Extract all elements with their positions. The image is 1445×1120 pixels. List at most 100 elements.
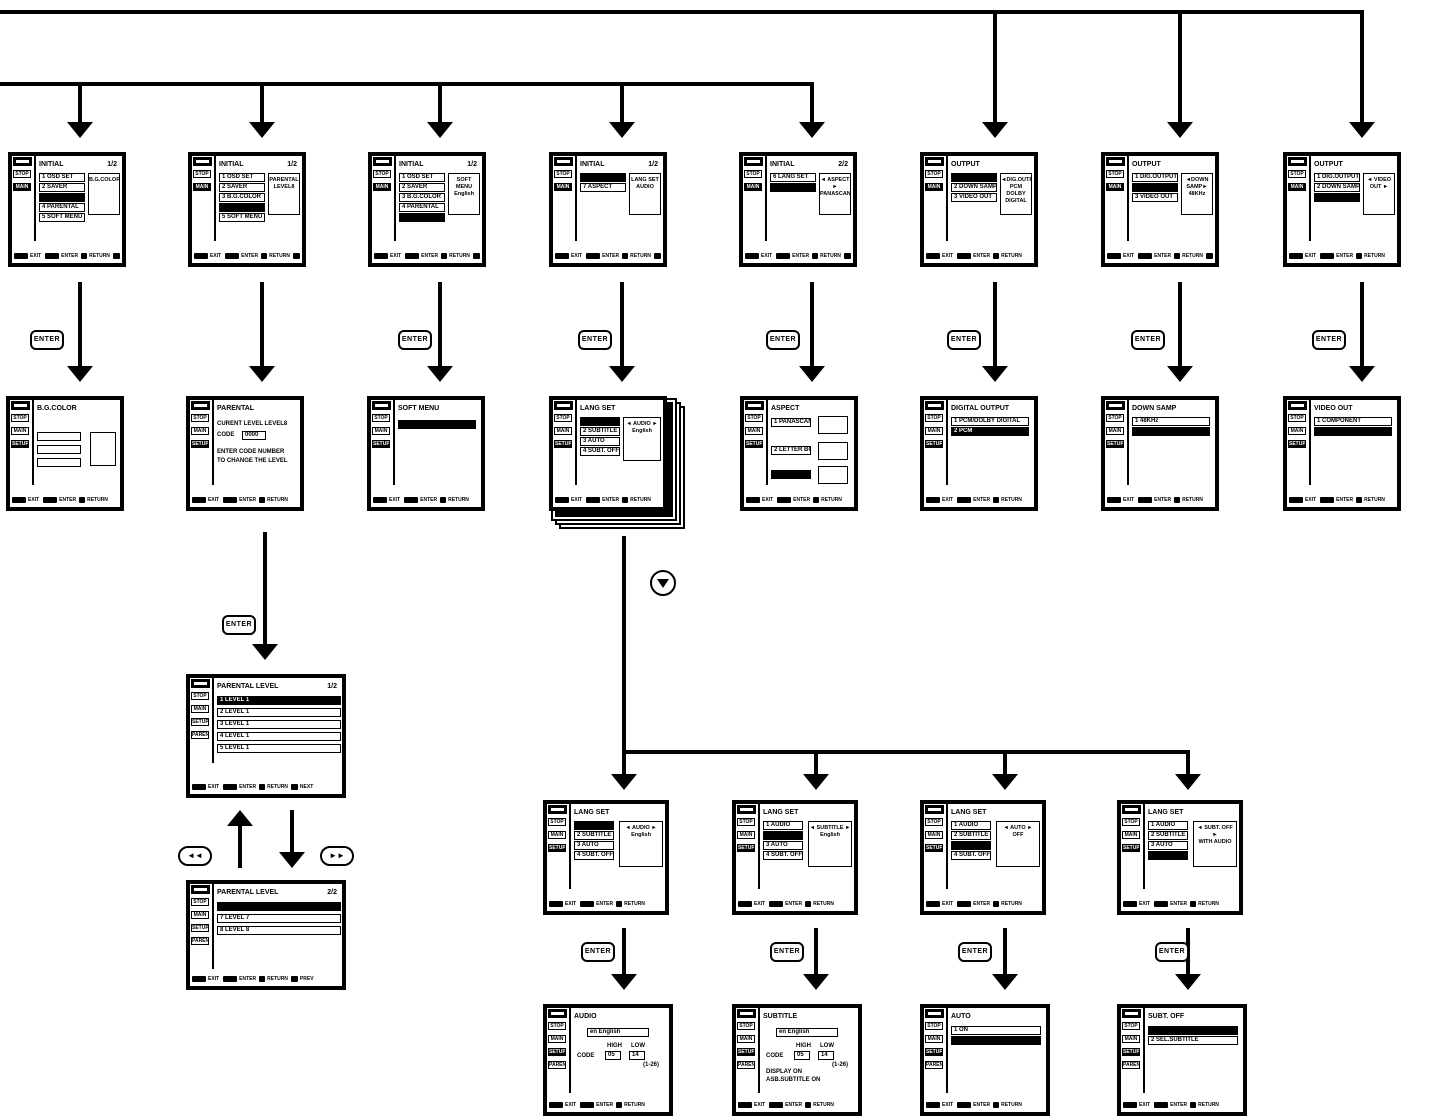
select-key-icon: [1138, 497, 1152, 503]
panel-line: AUDIO: [630, 184, 660, 191]
menu-option[interactable]: 4 SUBT. OFF: [580, 447, 620, 456]
menu-option[interactable]: 4 PARENTAL: [39, 203, 85, 212]
menu-option[interactable]: 2 SUBTITLE: [580, 427, 620, 436]
menu-option[interactable]: 2 SUBTITLE: [951, 831, 991, 840]
menu-option[interactable]: [1314, 427, 1392, 436]
enter-key-icon: ENTER: [30, 330, 64, 350]
menu-option[interactable]: [398, 420, 476, 429]
menu-option[interactable]: 2 LETTER BOX: [771, 446, 811, 455]
menu-option[interactable]: 1 OSD SET: [39, 173, 85, 182]
menu-option[interactable]: 3 LEVEL 1: [217, 720, 341, 729]
menu-option[interactable]: 1 COMPONENT: [1314, 417, 1392, 426]
menu-option[interactable]: [219, 203, 265, 212]
menu-option[interactable]: 1 PCM/DOLBY DIGITAL: [951, 417, 1029, 426]
menu-option[interactable]: 2 SUBTITLE: [574, 831, 614, 840]
menu-option[interactable]: [951, 841, 991, 850]
menu-option[interactable]: 2 SAVER: [399, 183, 445, 192]
menu-option[interactable]: 7 LEVEL 7: [217, 914, 341, 923]
menu-option[interactable]: [580, 417, 620, 426]
menu-option[interactable]: 1 OSD SET: [399, 173, 445, 182]
menu-option[interactable]: 1 OSD SET: [219, 173, 265, 182]
menu-option[interactable]: 2 PCM: [951, 427, 1029, 436]
menu-option[interactable]: [399, 213, 445, 222]
menu-option[interactable]: 2 SUBTITLE: [1148, 831, 1188, 840]
menu-option[interactable]: 7 ASPECT: [580, 183, 626, 192]
menu-option[interactable]: 2 LEVEL 1: [217, 708, 341, 717]
color-option[interactable]: [37, 432, 81, 441]
language-select-field[interactable]: en English: [776, 1028, 838, 1037]
menu-option[interactable]: 3 VIDEO OUT: [951, 193, 997, 202]
menu-option[interactable]: 5 LEVEL 1: [217, 744, 341, 753]
menu-option[interactable]: [1314, 193, 1360, 202]
menu-option[interactable]: 3 VIDEO OUT: [1132, 193, 1178, 202]
menu-option[interactable]: 5 SOFT MENU: [39, 213, 85, 222]
menu-option[interactable]: 3 AUTO: [1148, 841, 1188, 850]
menu-option[interactable]: 4 LEVEL 1: [217, 732, 341, 741]
arrow-head-down: [992, 974, 1018, 990]
menu-option[interactable]: 1 ON: [951, 1026, 1041, 1035]
menu-option[interactable]: 1 DIG.OUTPUT: [1132, 173, 1178, 182]
menu-option[interactable]: [574, 821, 614, 830]
menu-option[interactable]: 2 DOWN SAMP: [1314, 183, 1360, 192]
menu-option[interactable]: 3 AUTO: [763, 841, 803, 850]
menu-option[interactable]: 5 SOFT MENU: [219, 213, 265, 222]
menu-option[interactable]: 1 LEVEL 1: [217, 696, 341, 705]
menu-option[interactable]: [580, 173, 626, 182]
menu-option[interactable]: 4 SUBT. OFF: [574, 851, 614, 860]
menu-option[interactable]: 1 PANASCAN: [771, 418, 811, 427]
menu-option[interactable]: [951, 173, 997, 182]
menu-option[interactable]: 3 AUTO: [580, 437, 620, 446]
menu-option[interactable]: 2 SAVER: [39, 183, 85, 192]
code-field[interactable]: 0000: [242, 431, 266, 440]
menu-option[interactable]: 8 LEVEL 8: [217, 926, 341, 935]
menu-option[interactable]: 1 AUDIO: [763, 821, 803, 830]
sidebar-item-parental: PARENTAL: [1122, 1061, 1140, 1069]
menu-key-icon: [745, 253, 759, 259]
dvd-logo-icon: [554, 157, 573, 166]
return-key-icon: [622, 253, 628, 259]
color-option[interactable]: [37, 445, 81, 454]
footer-return-label: RETURN: [1001, 901, 1022, 907]
menu-option[interactable]: 2 SAVER: [219, 183, 265, 192]
low-code-field[interactable]: 14: [818, 1051, 834, 1060]
dvd-logo-icon: [1106, 401, 1125, 410]
menu-option[interactable]: 6 LANG SET: [770, 173, 816, 182]
menu-option[interactable]: 3 B.G.COLOR: [399, 193, 445, 202]
menu-option[interactable]: [217, 902, 341, 911]
menu-screen: STOPMAINSETUPEXITENTERRETURNLANG SET1 AU…: [920, 800, 1046, 915]
menu-option[interactable]: [763, 831, 803, 840]
panel-line: English: [620, 832, 662, 839]
menu-option[interactable]: 2 SEL.SUBTITLE: [1148, 1036, 1238, 1045]
menu-option[interactable]: 1 AUDIO: [951, 821, 991, 830]
menu-option[interactable]: 1 DIG.OUTPUT: [1314, 173, 1360, 182]
sidebar-item-main: MAIN: [191, 705, 209, 713]
menu-option[interactable]: 1 AUDIO: [1148, 821, 1188, 830]
menu-option[interactable]: 4 PARENTAL: [399, 203, 445, 212]
arrow-head-down: [609, 122, 635, 138]
menu-option[interactable]: 1 48KHz: [1132, 417, 1210, 426]
menu-option[interactable]: 2 DOWN SAMP: [951, 183, 997, 192]
menu-option[interactable]: 3 AUTO: [574, 841, 614, 850]
menu-option[interactable]: 4 SUBT. OFF: [951, 851, 991, 860]
footer-return-label: RETURN: [1182, 253, 1203, 259]
menu-option[interactable]: [951, 1036, 1041, 1045]
footer-return-label: RETURN: [624, 1102, 645, 1108]
sidebar-item-setup: SETUP: [191, 440, 209, 448]
high-code-field[interactable]: 05: [605, 1051, 621, 1060]
dvd-logo-icon: [745, 401, 764, 410]
menu-option[interactable]: 3 B.G.COLOR: [219, 193, 265, 202]
menu-option[interactable]: [1148, 1026, 1238, 1035]
footer-exit-label: EXIT: [1139, 1102, 1150, 1108]
menu-option[interactable]: [39, 193, 85, 202]
menu-option[interactable]: 4 SUBT. OFF: [763, 851, 803, 860]
menu-option[interactable]: [1132, 427, 1210, 436]
menu-option[interactable]: [771, 470, 811, 479]
language-select-field[interactable]: en English: [587, 1028, 649, 1037]
color-option[interactable]: [37, 458, 81, 467]
menu-option[interactable]: [770, 183, 816, 192]
high-code-field[interactable]: 05: [794, 1051, 810, 1060]
low-code-field[interactable]: 14: [629, 1051, 645, 1060]
menu-option[interactable]: [1132, 183, 1178, 192]
sidebar-item-setup: SETUP: [925, 1048, 943, 1056]
menu-option[interactable]: [1148, 851, 1188, 860]
